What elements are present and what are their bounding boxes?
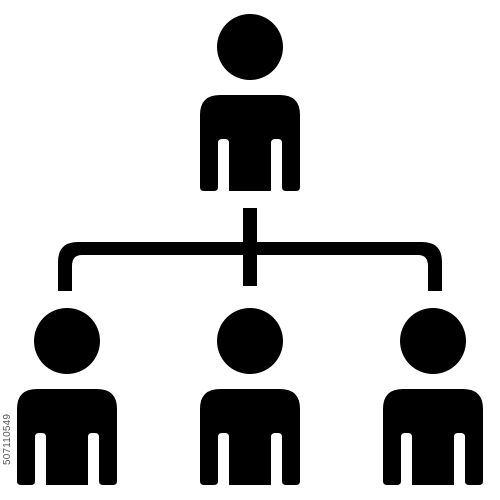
- center-person-body: [200, 389, 300, 485]
- center-person-head: [217, 308, 283, 374]
- stock-image-id: 507110549: [2, 413, 13, 465]
- left-person-body: [17, 389, 117, 485]
- left-person-head: [34, 308, 100, 374]
- top-person-head: [217, 14, 283, 80]
- top-person-body: [200, 95, 300, 191]
- top-person-icon: [200, 14, 300, 191]
- connector-crossbar: [58, 242, 442, 291]
- right-person-head: [400, 308, 466, 374]
- right-person-body: [383, 389, 483, 485]
- hierarchy-connector: [58, 208, 442, 291]
- right-person-icon: [383, 308, 483, 485]
- left-person-icon: [17, 308, 117, 485]
- center-person-icon: [200, 308, 300, 485]
